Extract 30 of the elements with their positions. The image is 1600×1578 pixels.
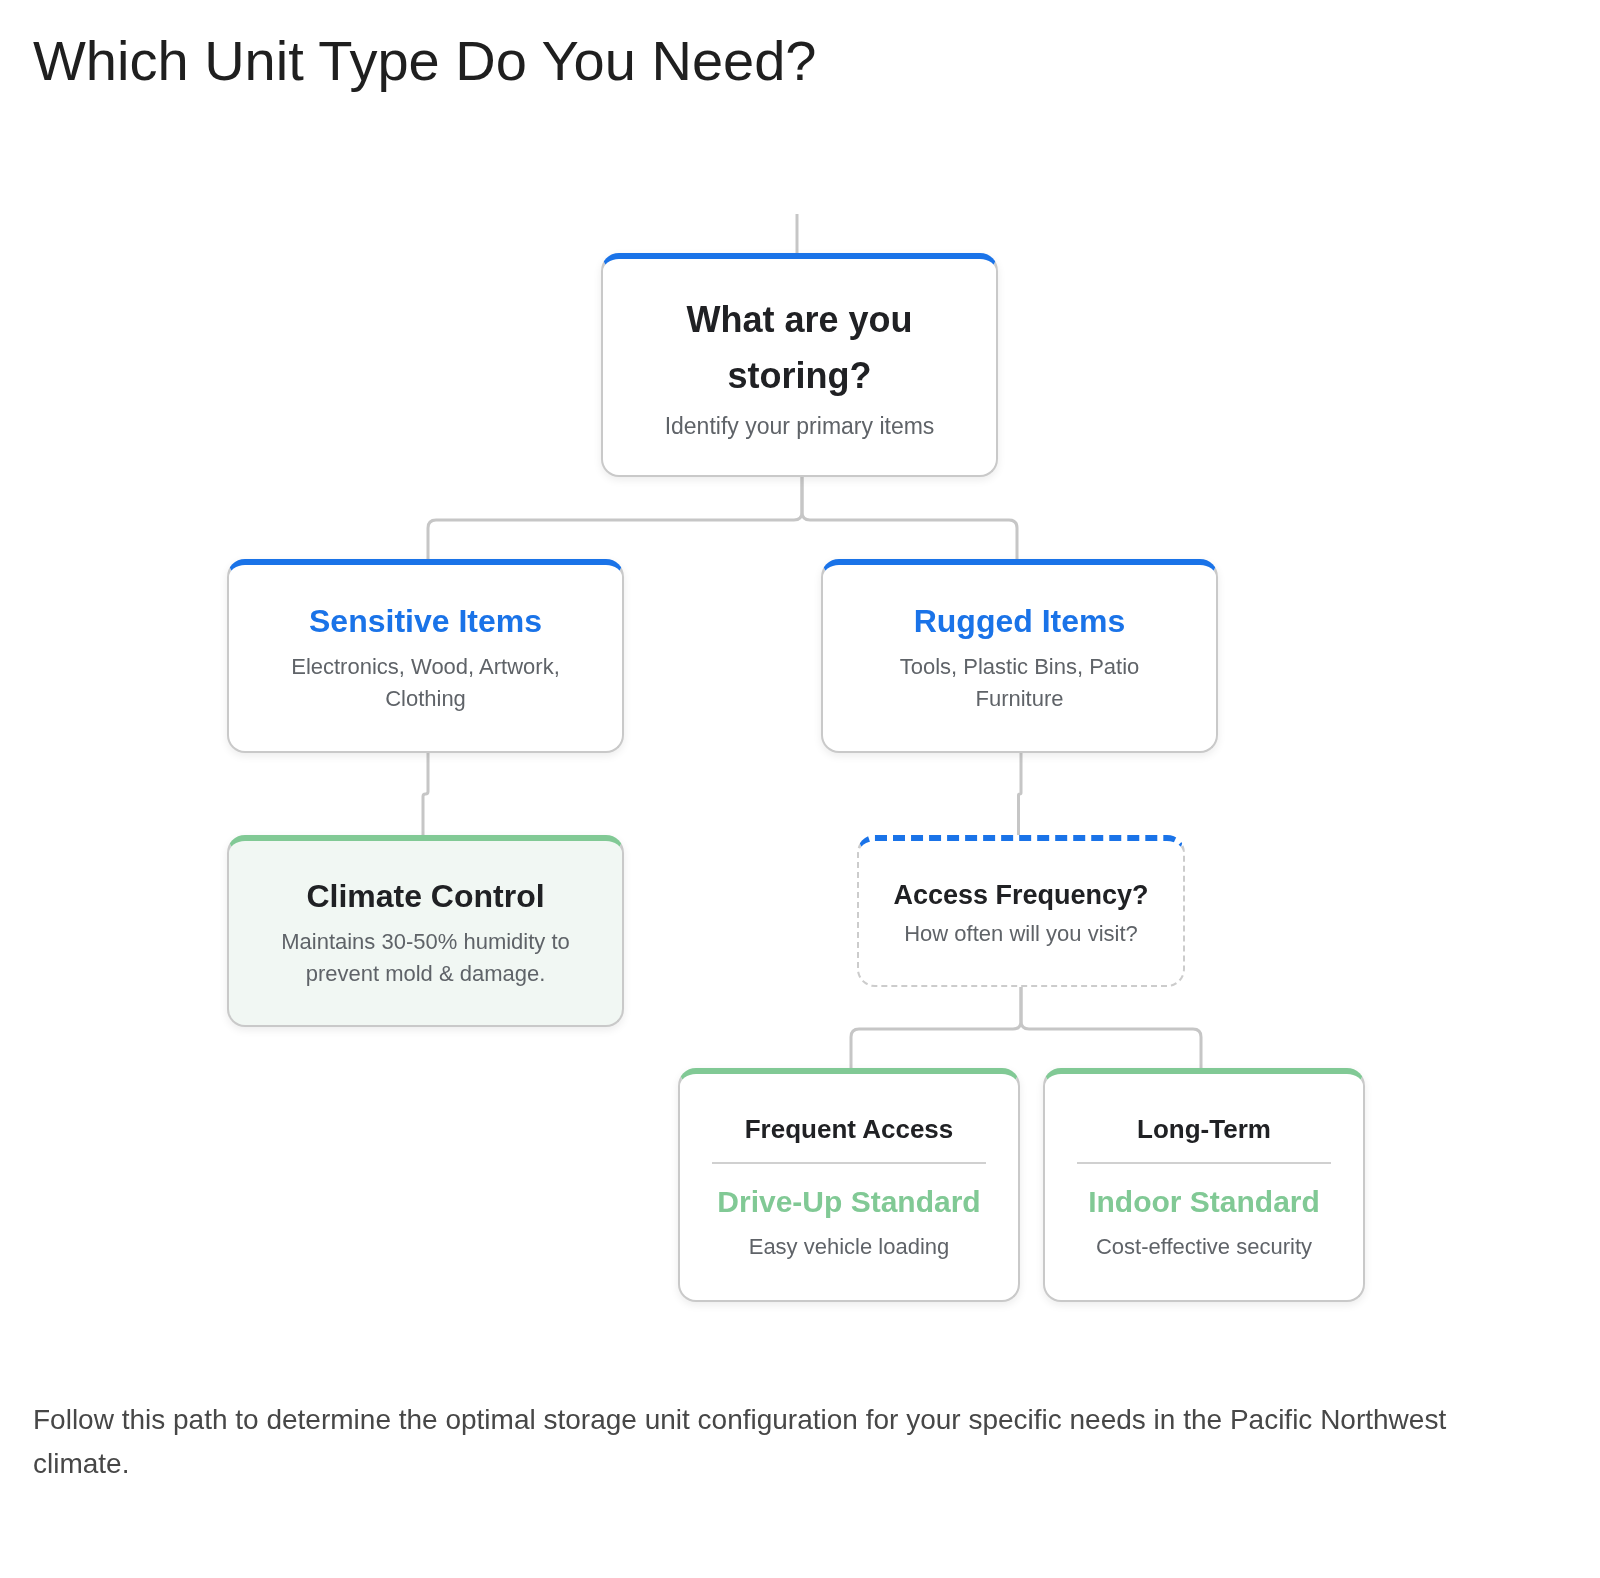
card-heading: Frequent Access [744,1113,954,1146]
card-heading: Sensitive Items [309,602,542,641]
unit-type-name: Indoor Standard [1088,1184,1320,1220]
connector-line [800,477,1019,559]
card-heading: Access Frequency? [893,879,1149,912]
card-description: Identify your primary items [664,412,935,441]
category-card [821,559,1218,753]
question-card [601,253,998,477]
result-card [1043,1068,1365,1302]
result-card [678,1068,1020,1302]
connector-line [1017,753,1023,835]
unit-type-name: Drive-Up Standard [717,1184,981,1220]
question-card [857,835,1185,987]
card-description: Cost-effective security [1096,1233,1312,1261]
card-heading: What are you storing? [685,298,914,398]
card-heading: Climate Control [306,877,545,916]
diagram-title: Which Unit Type Do You Need? [33,28,817,94]
connector-line [421,753,430,835]
category-card [227,559,624,753]
card-heading: Rugged Items [913,602,1126,641]
card-description: Maintains 30-50% humidity to prevent mold & damage. [280,928,571,988]
card-description: How often will you visit? [904,920,1138,948]
recommendation-card [227,835,624,1027]
card-description: Easy vehicle loading [748,1233,950,1261]
connector-line [795,214,799,253]
card-description: Electronics, Wood, Artwork, Clothing [290,653,561,713]
caption-text: Follow this path to determine the optimal storage unit configuration for your specific needs in the Pacific Northwest climate. [33,1403,1448,1481]
connector-line [1019,987,1203,1068]
card-heading: Long-Term [1137,1113,1271,1146]
card-description: Tools, Plastic Bins, Patio Furniture [898,653,1141,713]
